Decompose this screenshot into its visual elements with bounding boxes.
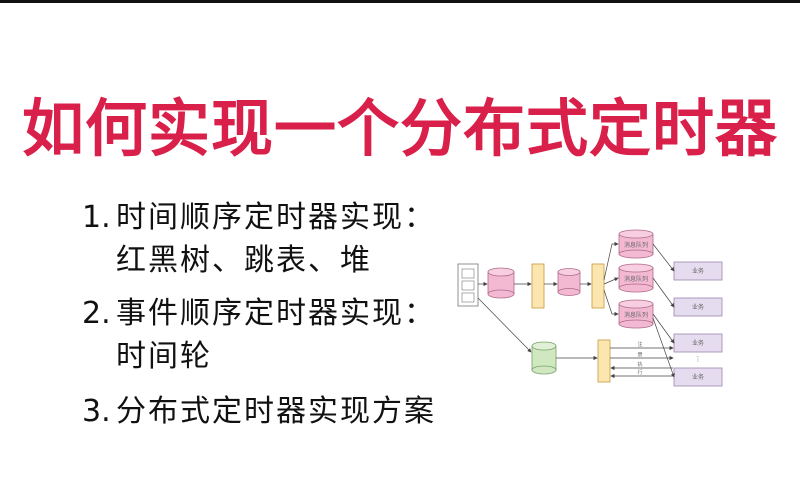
storage-cylinder <box>557 268 581 296</box>
list-item-line: 时间顺序定时器实现： <box>116 200 436 235</box>
list-item-number: 3. <box>82 394 111 429</box>
task-box: 业务 <box>673 367 723 387</box>
task-box: 业务 <box>673 261 723 281</box>
list-item-line: 事件顺序定时器实现： <box>116 296 436 331</box>
list-item-text: 时间顺序定时器实现： 红黑树、跳表、堆 <box>116 196 436 282</box>
task-box: 业务 <box>673 333 723 353</box>
queue-cylinder: 消息队列 <box>618 299 654 329</box>
list-item-number: 1. <box>82 200 111 235</box>
storage-cylinder <box>487 267 515 299</box>
top-divider <box>0 0 800 3</box>
dispatcher-box <box>531 263 545 309</box>
list-item-line: 红黑树、跳表、堆 <box>116 243 372 278</box>
input-stack <box>457 263 479 307</box>
queue-label: 消息队列 <box>624 241 648 249</box>
database-cylinder <box>531 341 557 375</box>
list-item: 2. 事件顺序定时器实现： 时间轮 <box>82 292 462 378</box>
queue-cylinder: 消息队列 <box>618 229 654 259</box>
queue-cylinder: 消息队列 <box>618 263 654 293</box>
task-label: 业务 <box>692 339 704 347</box>
router-box <box>591 263 605 309</box>
task-box: 业务 <box>673 297 723 317</box>
task-label: 业务 <box>692 267 704 275</box>
list-item-number: 2. <box>82 296 111 331</box>
list-item-text: 事件顺序定时器实现： 时间轮 <box>116 292 436 378</box>
content-list: 1. 时间顺序定时器实现： 红黑树、跳表、堆 2. 事件顺序定时器实现： 时间轮… <box>82 196 462 433</box>
task-label: 业务 <box>692 373 704 381</box>
list-item: 1. 时间顺序定时器实现： 红黑树、跳表、堆 <box>82 196 462 282</box>
arrow-label: 注 <box>637 341 642 348</box>
list-item: 3. 分布式定时器实现方案 <box>82 390 462 433</box>
page-title: 如何实现一个分布式定时器 <box>21 92 778 165</box>
task-label: 业务 <box>692 303 704 311</box>
queue-label: 消息队列 <box>624 311 648 319</box>
list-item-line: 分布式定时器实现方案 <box>116 394 436 429</box>
scheduler-box <box>597 339 611 383</box>
ellipsis: ⋮ <box>695 355 702 363</box>
arrow-label: 册 <box>637 352 642 358</box>
architecture-diagram: 消息队列 消息队列 消息队列 业务 业务 业务 业务 ⋮ <box>457 229 723 387</box>
list-item-text: 分布式定时器实现方案 <box>116 390 436 433</box>
arrow-label: 执 <box>637 361 642 368</box>
arrow-label: 行 <box>637 369 642 376</box>
list-item-line: 时间轮 <box>116 339 212 374</box>
queue-label: 消息队列 <box>624 275 648 283</box>
connector-arrows <box>477 241 675 379</box>
